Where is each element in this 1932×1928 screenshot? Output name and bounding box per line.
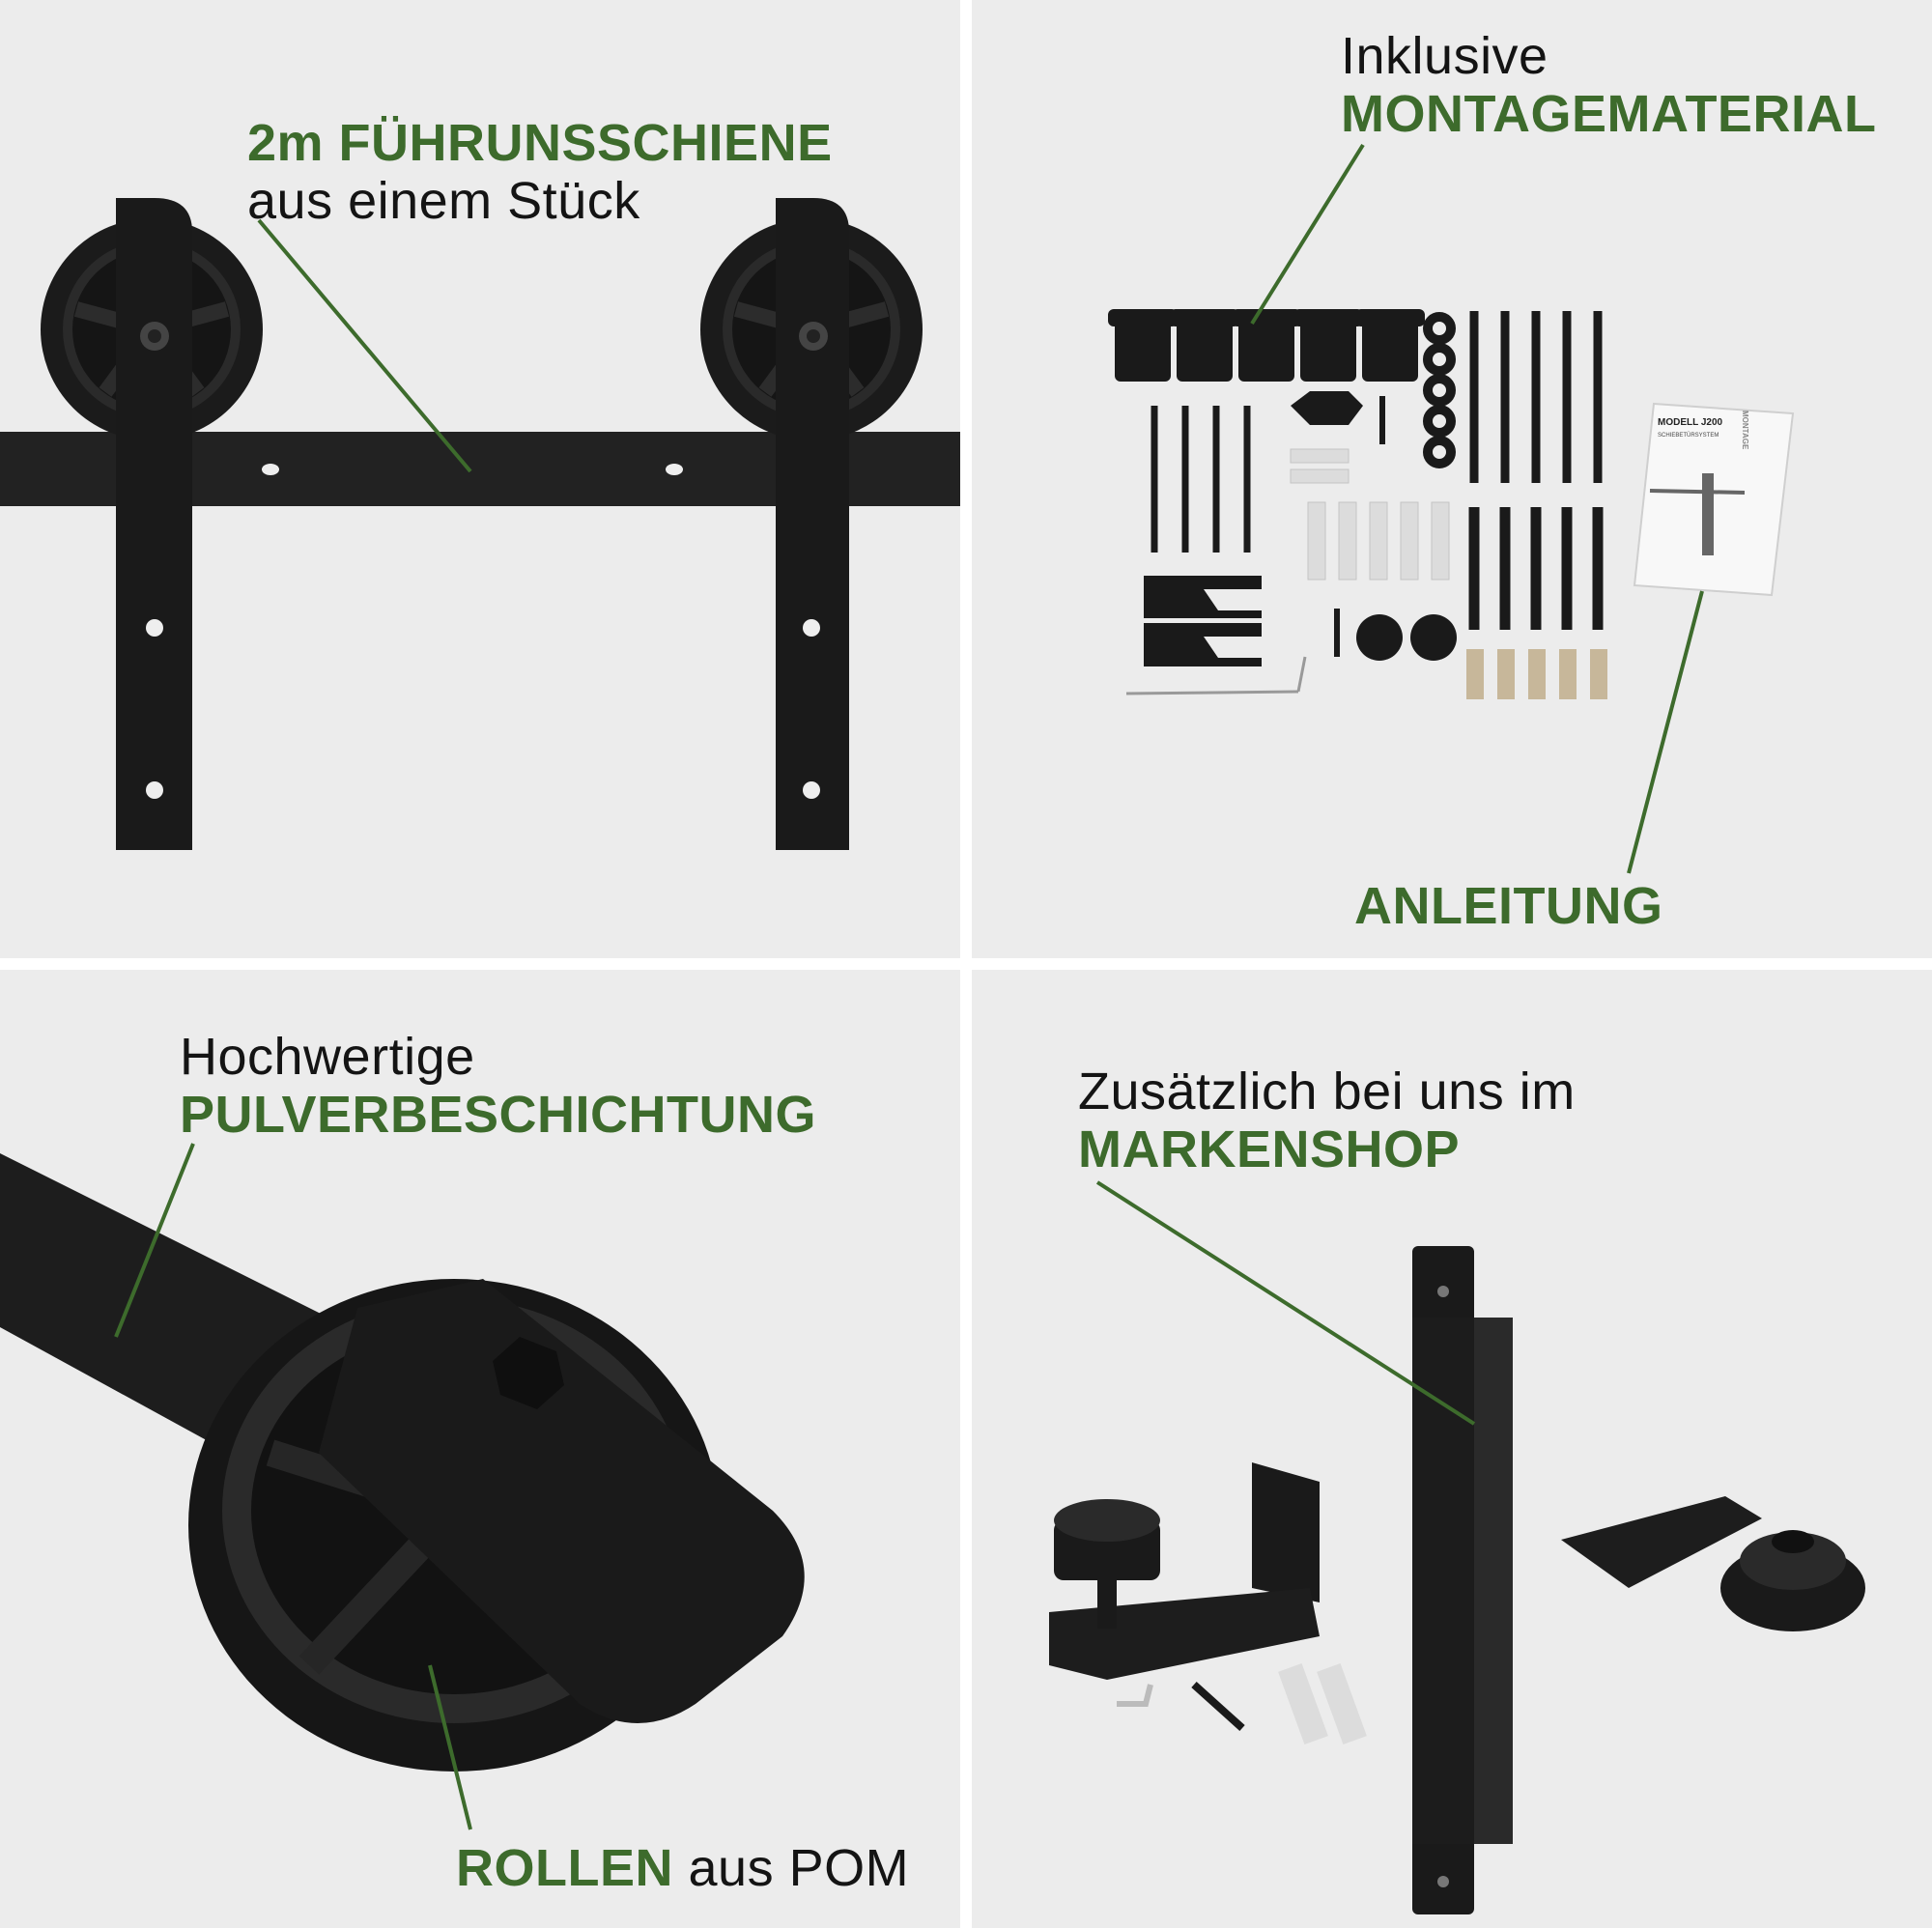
manual-label: ANLEITUNG [1354,877,1663,935]
rail-caption: 2m FÜHRUNSSCHIENE aus einem Stück [247,114,833,230]
rail-title: 2m FÜHRUNSSCHIENE [247,114,833,172]
right-hanger-strap [776,198,849,850]
roller-closeup [0,1143,805,1830]
hex-bolt [493,1337,564,1409]
bolts-short [1468,507,1604,630]
shop-accessories [1049,1180,1865,1914]
kit-title: MONTAGEMATERIAL [1341,85,1877,143]
coating-caption: Hochwertige PULVERBESCHICHTUNG [180,1028,816,1144]
lag-bolts-long [1469,311,1603,483]
floor-guide-bracket [1144,576,1262,618]
kit-intro: Inklusive [1341,27,1548,85]
wall-plugs [1290,448,1450,581]
shop-intro: Zusätzlich bei uns im [1078,1063,1576,1120]
floor-guide [1049,1462,1367,1745]
coating-intro: Hochwertige [180,1028,475,1086]
door-handle [1412,1246,1513,1914]
shop-title: MARKENSHOP [1078,1120,1461,1178]
rollers-caption: ROLLEN aus POM [456,1839,909,1897]
rail-subtitle: aus einem Stück [247,172,640,230]
panel-rail: 2m FÜHRUNSSCHIENE aus einem Stück [0,0,960,958]
manual-caption: ANLEITUNG [1354,877,1662,935]
rollers-material: aus POM [688,1839,910,1897]
anti-jump-roller [1561,1496,1865,1631]
manual-model: MODELL J200 [1658,417,1722,428]
shop-caption: Zusätzlich bei uns im MARKENSHOP [1078,1063,1576,1178]
panel-mounting-kit: MODELL J200 SCHIEBETÜRSYSTEM MONTAGE Ink… [972,0,1932,958]
hanger-strap-closeup [319,1279,805,1723]
coating-title: PULVERBESCHICHTUNG [180,1086,817,1144]
spacer-row [1108,309,1425,382]
manual-side-label: MONTAGE [1741,411,1749,450]
kit-caption: Inklusive MONTAGEMATERIAL [1341,27,1876,143]
washer-column [1423,312,1456,468]
panel-coating: Hochwertige PULVERBESCHICHTUNG ROLLEN au… [0,970,960,1928]
panel-brand-shop: Zusätzlich bei uns im MARKENSHOP [972,970,1932,1928]
rollers-label: ROLLEN [456,1839,673,1897]
left-hanger-strap [116,198,192,850]
wood-screws [1151,406,1251,553]
threaded-inserts [1466,649,1607,699]
kit-illustration: MODELL J200 SCHIEBETÜRSYSTEM MONTAGE [1108,143,1795,874]
manual-subtitle: SCHIEBETÜRSYSTEM [1658,432,1719,439]
instruction-manual: MODELL J200 SCHIEBETÜRSYSTEM MONTAGE [1633,402,1795,597]
rail-illustration [0,198,960,850]
